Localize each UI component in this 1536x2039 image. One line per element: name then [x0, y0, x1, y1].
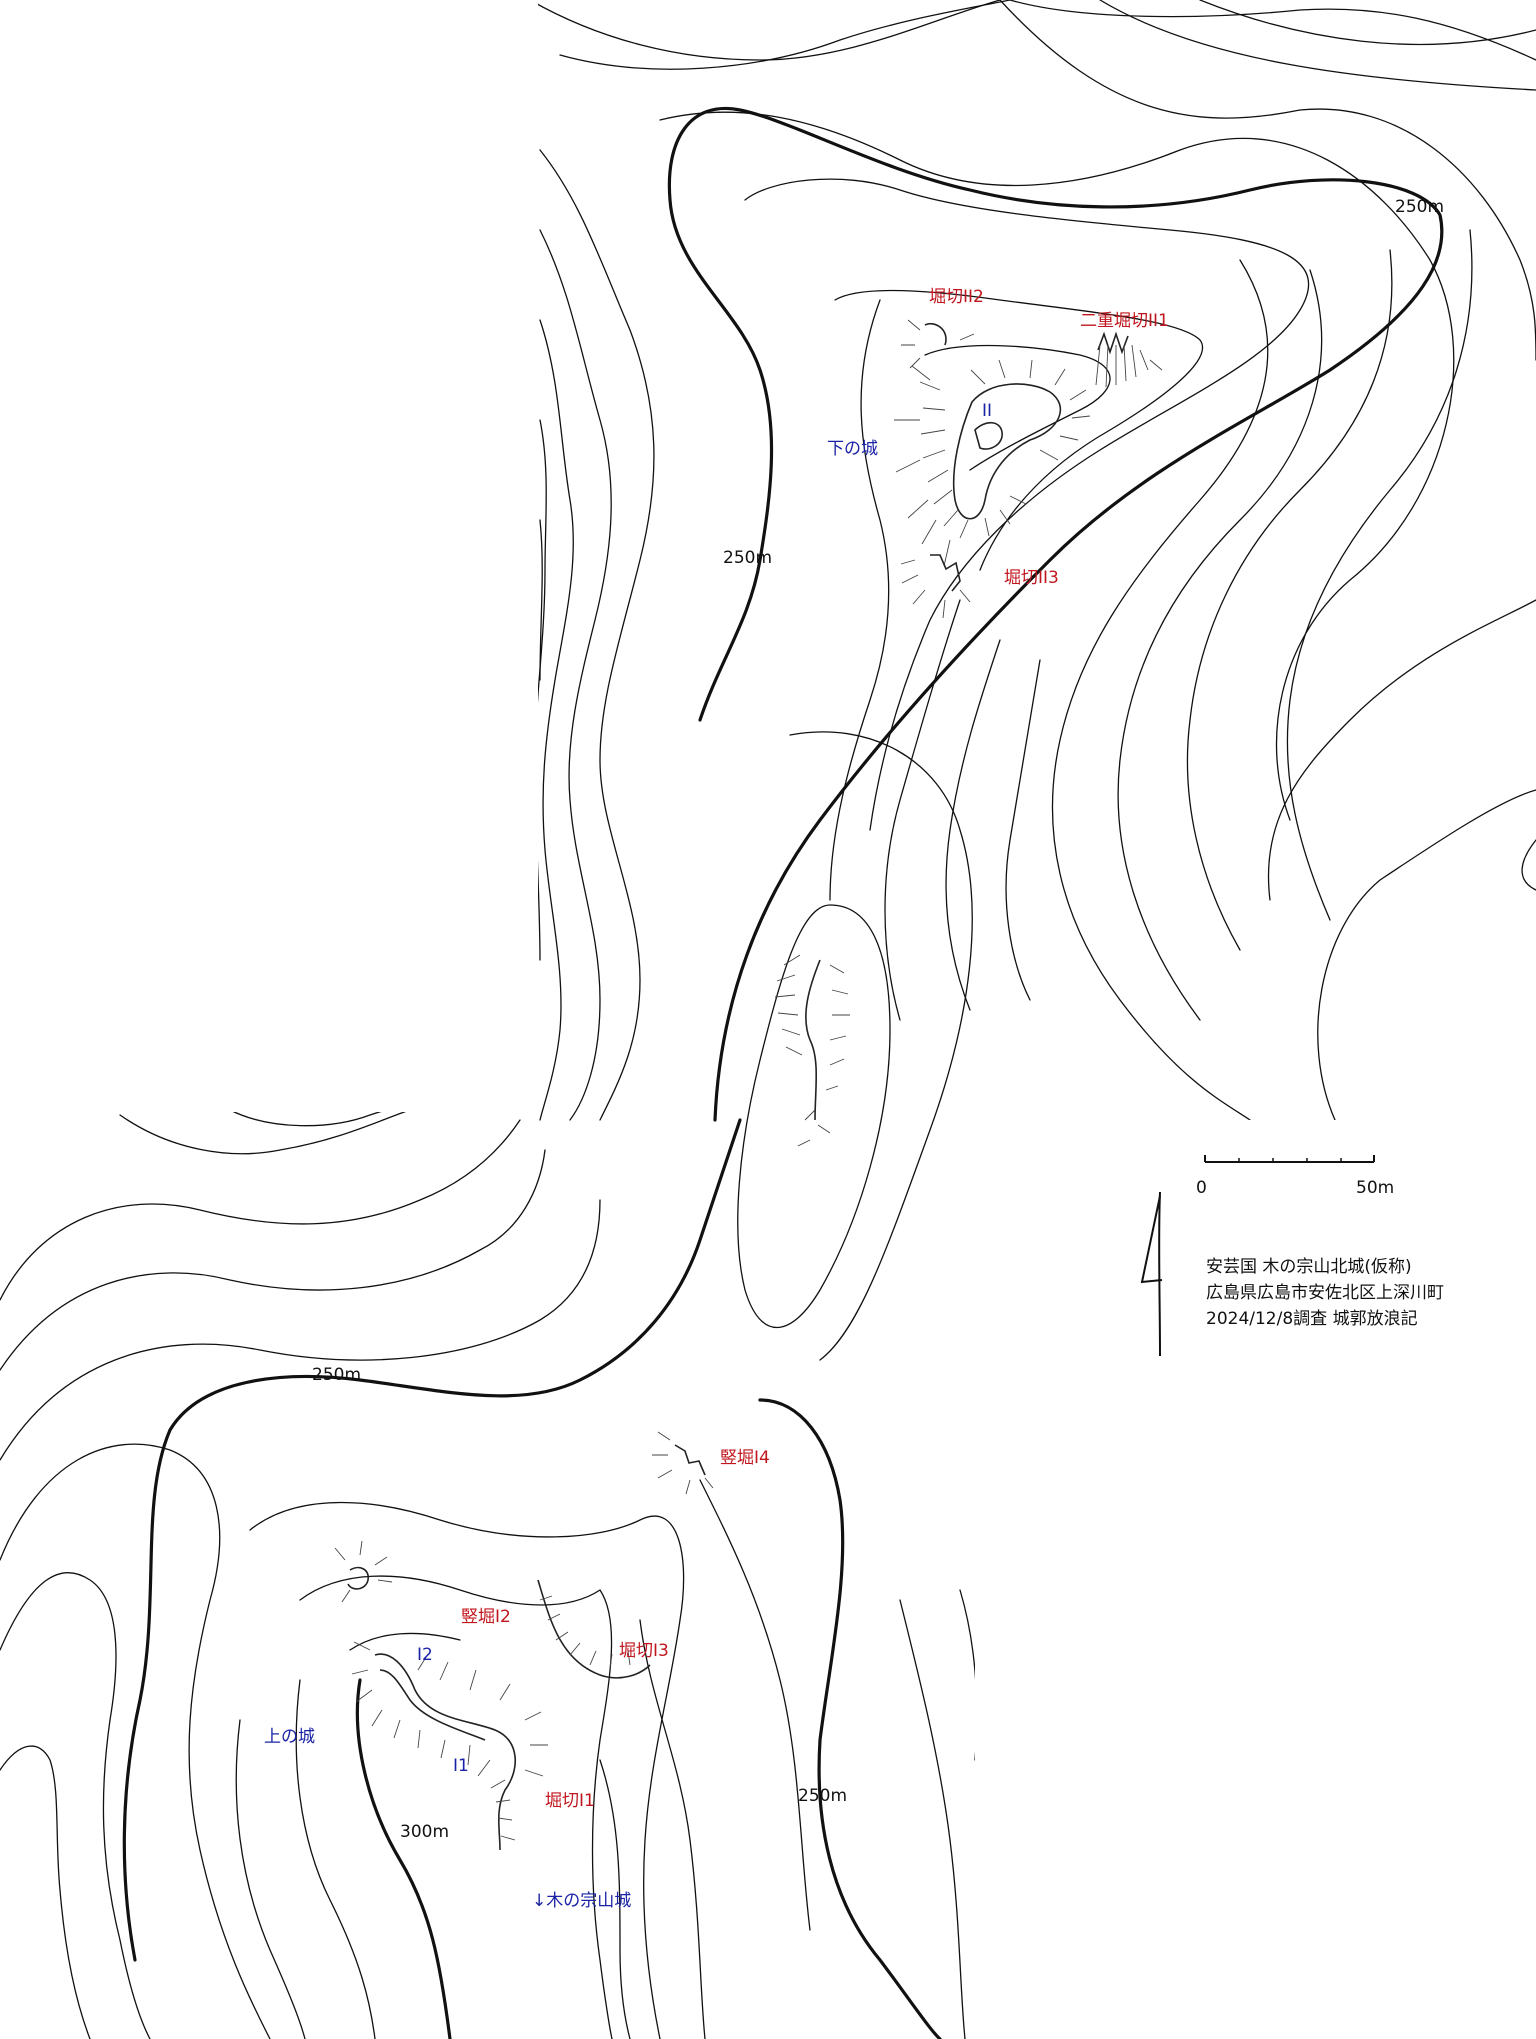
- label-tate-I2: 竪堀I2: [461, 1607, 511, 1627]
- label-enclosure-I2: I2: [417, 1645, 433, 1665]
- label-kiri-II2: 堀切II2: [929, 287, 984, 307]
- label-kiri-II3: 堀切II3: [1004, 568, 1059, 588]
- label-enclosure-I1: I1: [453, 1756, 469, 1776]
- blank-area-bottom-right: [975, 1380, 1536, 2039]
- central-hill-earthworks: [774, 954, 850, 1147]
- scale-bar-start-label: 0: [1196, 1178, 1207, 1198]
- label-double-kiri-II1: 二重堀切II1: [1080, 311, 1169, 331]
- map-caption: 安芸国 木の宗山北城(仮称) 広島県広島市安佐北区上深川町 2024/12/8調…: [1206, 1257, 1444, 1329]
- scale-bar: 0 50m: [1196, 1155, 1394, 1198]
- elevation-label: 250m: [312, 1365, 361, 1385]
- contours-upper: [529, 0, 1536, 1122]
- caption-location: 広島県広島市安佐北区上深川町: [1206, 1283, 1444, 1303]
- legend-area: [1180, 1120, 1536, 1390]
- label-kiri-I1: 堀切I1: [545, 1791, 595, 1811]
- contours-central-hill: [737, 731, 973, 1361]
- label-to-main-castle: ↓木の宗山城: [532, 1891, 631, 1911]
- label-enclosure-II: II: [982, 401, 992, 421]
- elevation-label: 250m: [1395, 197, 1444, 217]
- scale-bar-end-label: 50m: [1356, 1178, 1394, 1198]
- label-lower-castle: 下の城: [827, 439, 878, 459]
- caption-survey-date: 2024/12/8調査 城郭放浪記: [1206, 1309, 1418, 1329]
- elevation-label: 300m: [400, 1822, 449, 1842]
- lower-castle-earthworks: [894, 319, 1163, 619]
- feature-labels: 堀切II2 二重堀切II1 II 下の城 堀切II3 竪堀I4 竪堀I2 I2 …: [264, 287, 1169, 1911]
- elevation-labels: 250m 250m 250m 250m 300m: [312, 197, 1444, 1842]
- elevation-label: 250m: [798, 1786, 847, 1806]
- contours-lower: [0, 1103, 978, 2039]
- upper-castle-earthworks: [334, 1431, 714, 1851]
- elevation-label: 250m: [723, 548, 772, 568]
- label-upper-castle: 上の城: [264, 1727, 315, 1747]
- label-tate-I4: 竪堀I4: [720, 1448, 770, 1468]
- caption-title: 安芸国 木の宗山北城(仮称): [1206, 1257, 1412, 1277]
- blank-area-top-left: [0, 0, 538, 1112]
- label-kiri-I3: 堀切I3: [619, 1641, 669, 1661]
- north-arrow-icon: [1140, 1191, 1163, 1357]
